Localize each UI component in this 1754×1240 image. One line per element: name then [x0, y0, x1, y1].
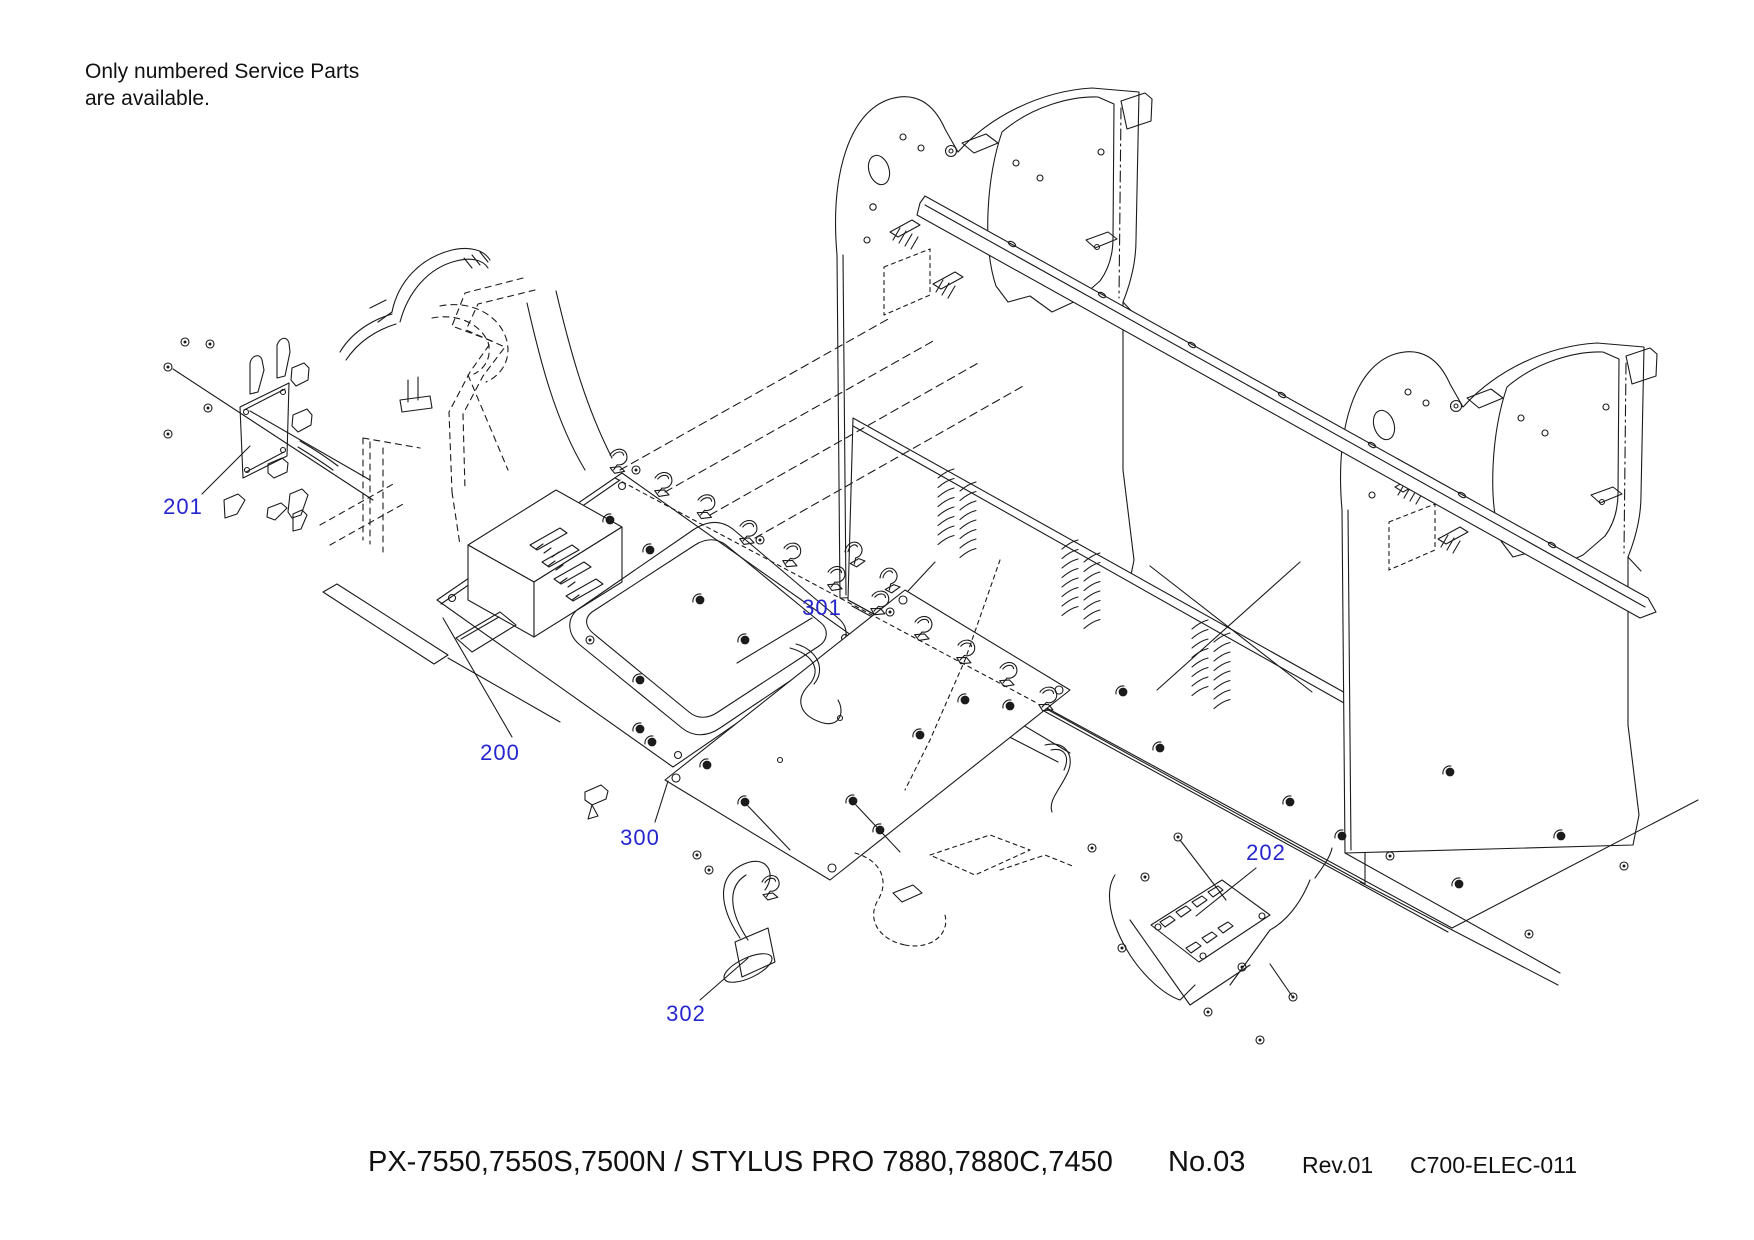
top-rail [916, 195, 1657, 619]
dsub-connector [455, 611, 517, 653]
cable-guide-ghost [399, 277, 536, 546]
part-label-202: 202 [1246, 840, 1286, 865]
board-201-group [163, 304, 509, 553]
connector-strips [529, 527, 604, 602]
footer-document-code: C700-ELEC-011 [1410, 1152, 1578, 1178]
service-note-line2: are available. [85, 87, 210, 110]
service-note-line1: Only numbered Service Parts [85, 60, 360, 83]
front-bottom-bar [322, 583, 561, 723]
curved-duct-arms [339, 247, 491, 361]
wire-harnesses [789, 559, 1076, 947]
main-board-assembly-200 [436, 290, 1026, 768]
part-label-302: 302 [666, 1001, 706, 1026]
ghost-panel-dashed [362, 437, 421, 553]
footer-sheet-number: No.03 [1168, 1146, 1246, 1178]
part-label-301: 301 [802, 595, 842, 620]
connector-302 [584, 784, 784, 983]
service-note: Only numbered Service Parts are availabl… [85, 58, 359, 112]
pcb-201 [239, 382, 290, 479]
label-leader-lines [172, 368, 1257, 1001]
part-label-300: 300 [620, 825, 660, 850]
footer-model-list: PX-7550,7550S,7500N / STYLUS PRO 7880,78… [368, 1146, 1113, 1178]
part-label-200: 200 [480, 740, 520, 765]
hook-bracket [584, 784, 609, 820]
part-label-201: 201 [163, 494, 203, 519]
bracket-202 [1087, 832, 1333, 1045]
footer-revision: Rev.01 [1302, 1152, 1374, 1178]
